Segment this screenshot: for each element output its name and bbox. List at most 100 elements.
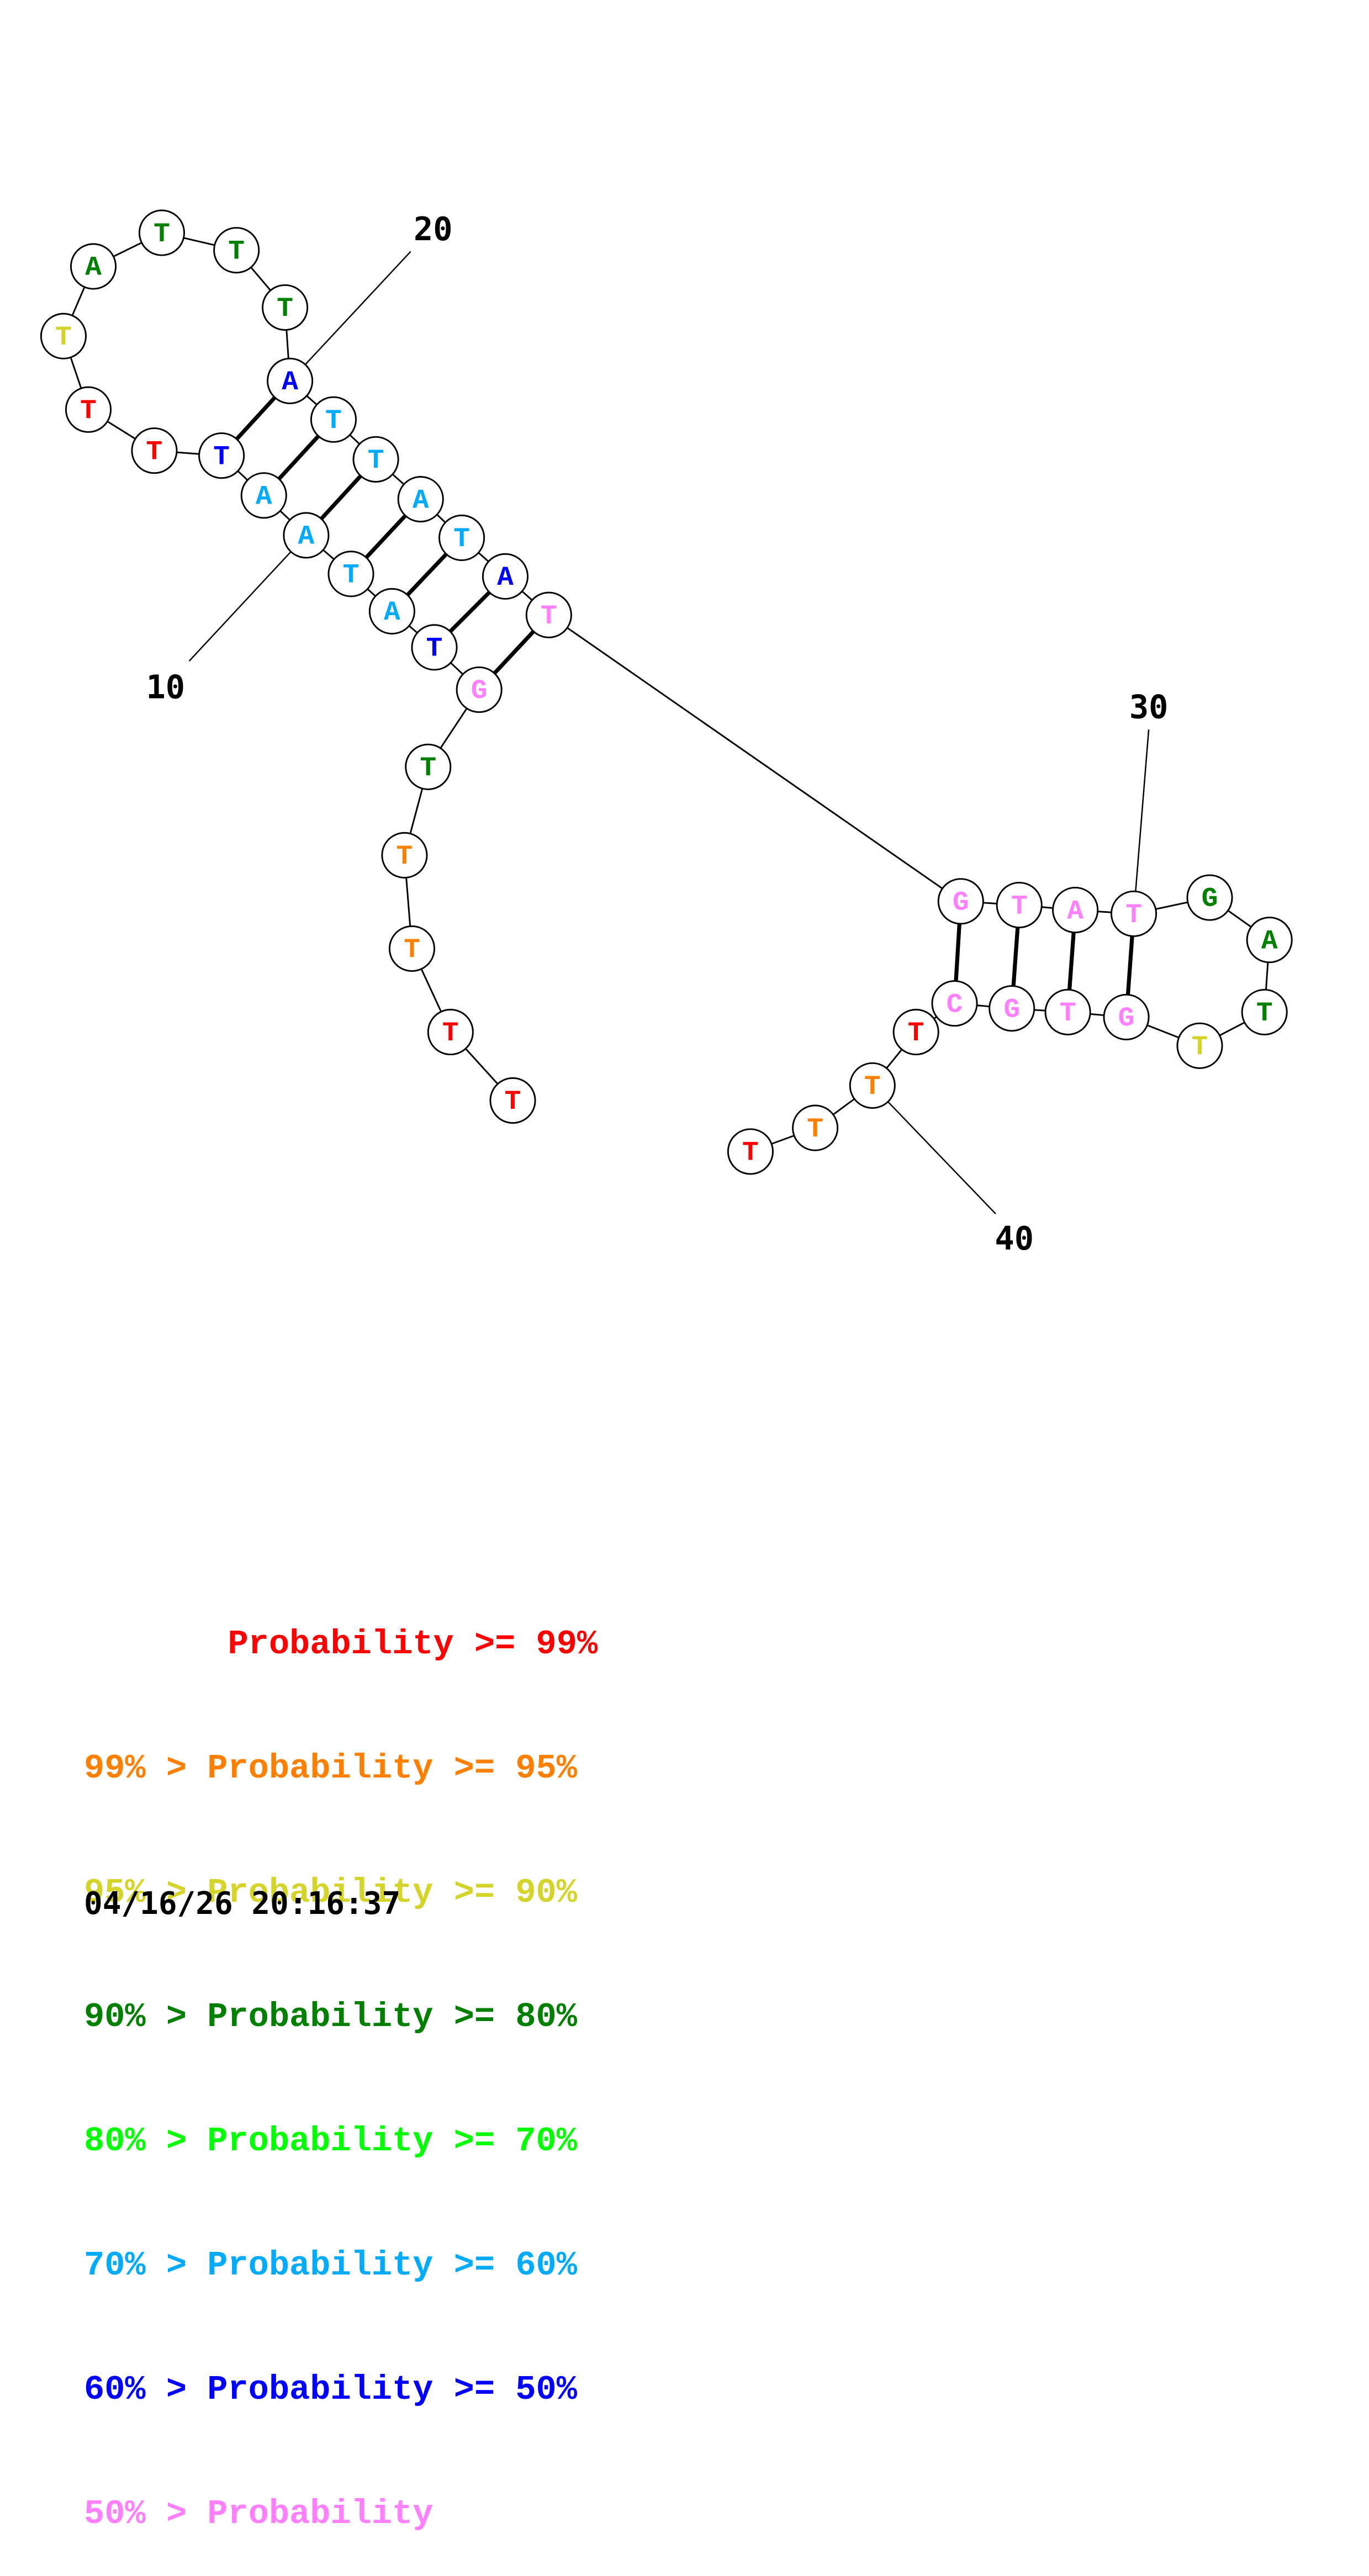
nucleotide-letter: T bbox=[505, 1086, 521, 1117]
legend-row-p60: 70% > Probability >= 60% bbox=[84, 2246, 577, 2285]
nucleotide-letter: G bbox=[953, 887, 969, 918]
nucleotide-circle bbox=[213, 227, 260, 274]
nucleotide-circle bbox=[138, 209, 186, 256]
nucleotide-letter: T bbox=[864, 1071, 881, 1102]
nucleotide-letter: G bbox=[1003, 994, 1020, 1025]
nucleotide-letter: T bbox=[1060, 998, 1076, 1029]
nucleotide: T bbox=[1044, 988, 1091, 1035]
nucleotide-circle bbox=[405, 743, 452, 790]
nucleotide-circle bbox=[411, 624, 458, 671]
nucleotide-letter: T bbox=[1256, 998, 1273, 1029]
nucleotide: T bbox=[198, 432, 245, 479]
nucleotide-circle bbox=[1186, 874, 1233, 921]
nucleotide-letter: T bbox=[277, 293, 293, 324]
nucleotide-circle bbox=[427, 1008, 474, 1056]
nucleotide-circle bbox=[727, 1128, 774, 1175]
legend-row-lt50: 50% > Probability bbox=[84, 2494, 434, 2533]
nucleotide-circle bbox=[892, 1008, 939, 1056]
nucleotide-letter: T bbox=[807, 1114, 823, 1145]
nucleotide: A bbox=[240, 472, 287, 519]
position-tick bbox=[1133, 729, 1150, 914]
nucleotide: T bbox=[996, 881, 1043, 929]
nucleotide: A bbox=[1246, 917, 1293, 964]
nucleotide-circle bbox=[489, 1077, 536, 1124]
nucleotide-circle bbox=[70, 243, 117, 290]
legend-row-p99: Probability >= 99% bbox=[84, 1625, 598, 1664]
nucleotide-letter: T bbox=[146, 436, 163, 467]
nucleotide-circle bbox=[283, 512, 330, 559]
probability-legend: Probability >= 99% 99% > Probability >= … bbox=[84, 1541, 598, 2576]
nucleotide-letter: T bbox=[420, 753, 436, 784]
nucleotide-circle bbox=[525, 591, 572, 638]
nucleotide-letter: T bbox=[368, 445, 384, 476]
legend-row-p70: 80% > Probability >= 70% bbox=[84, 2122, 577, 2161]
position-label: 10 bbox=[146, 668, 185, 706]
nucleotide-letter: T bbox=[1192, 1032, 1208, 1062]
nucleotide-letter: A bbox=[256, 482, 272, 512]
nucleotide-circle bbox=[262, 284, 309, 331]
nucleotide-letter: T bbox=[80, 395, 97, 426]
nucleotide-circle bbox=[1052, 886, 1099, 934]
nucleotide: T bbox=[438, 514, 485, 561]
nucleotide-circle bbox=[381, 832, 428, 879]
nucleotide-circle bbox=[368, 588, 415, 635]
nucleotide: G bbox=[1186, 874, 1233, 921]
nucleotide-circle bbox=[849, 1062, 896, 1109]
position-label: 30 bbox=[1129, 689, 1169, 726]
nucleotide-letter: T bbox=[213, 441, 230, 472]
timestamp: 04/16/26 20:16:37 bbox=[84, 1886, 401, 1922]
nucleotide: A bbox=[267, 357, 314, 404]
nucleotide-circle bbox=[352, 436, 399, 483]
nucleotide: G bbox=[1103, 993, 1150, 1040]
nucleotide-circle bbox=[1176, 1022, 1223, 1069]
nucleotide-circle bbox=[456, 666, 503, 713]
nucleotide-circle bbox=[327, 551, 374, 597]
position-tick bbox=[871, 1085, 996, 1214]
nucleotide-circle bbox=[792, 1104, 839, 1151]
nucleotide-letter: T bbox=[742, 1138, 759, 1168]
nucleotide: T bbox=[213, 227, 260, 274]
nucleotide-circle bbox=[198, 432, 245, 479]
nucleotide-letter: A bbox=[497, 562, 514, 593]
nucleotide-letter: A bbox=[1261, 925, 1278, 956]
nucleotide: A bbox=[397, 476, 444, 523]
position-label: 20 bbox=[414, 210, 453, 248]
nucleotide: T bbox=[65, 386, 112, 433]
nucleotide-letter: T bbox=[228, 236, 245, 267]
backbone-segment bbox=[548, 614, 961, 902]
nucleotide-circle bbox=[482, 553, 529, 600]
nucleotide-circle bbox=[267, 357, 314, 404]
nucleotide: T bbox=[262, 284, 309, 331]
nucleotide-circle bbox=[1246, 917, 1293, 964]
nucleotide-letter: A bbox=[85, 252, 102, 283]
position-tick bbox=[188, 535, 307, 662]
nucleotide: T bbox=[388, 925, 435, 972]
nucleotide-circle bbox=[937, 878, 984, 925]
nucleotide-letter: T bbox=[397, 841, 413, 872]
nucleotide: T bbox=[138, 209, 186, 256]
legend-row-p95: 99% > Probability >= 95% bbox=[84, 1749, 577, 1788]
nucleotide-circle bbox=[1111, 890, 1157, 937]
position-ticks: 10 20 30 40 bbox=[146, 210, 1168, 1257]
nucleotide-letter: T bbox=[1125, 900, 1142, 930]
nucleotide-letter: T bbox=[908, 1018, 924, 1049]
nucleotide-letter: T bbox=[1011, 891, 1028, 922]
nucleotide: T bbox=[405, 743, 452, 790]
nucleotide-letter: A bbox=[282, 367, 298, 398]
nucleotide: C bbox=[931, 980, 978, 1027]
nucleotide-circle bbox=[1103, 993, 1150, 1040]
nucleotide: T bbox=[40, 313, 87, 359]
position-label: 40 bbox=[995, 1220, 1034, 1257]
nucleotide-circle bbox=[388, 925, 435, 972]
nucleotide-circle bbox=[989, 985, 1035, 1032]
nucleotide-letter: T bbox=[55, 322, 72, 353]
nucleotide: T bbox=[489, 1077, 536, 1124]
nucleotide-letter: T bbox=[154, 219, 170, 250]
nucleotide-letter: T bbox=[343, 560, 360, 591]
nucleotide: T bbox=[310, 396, 357, 443]
nucleotide: G bbox=[456, 666, 503, 713]
nucleotide-letter: T bbox=[426, 633, 443, 664]
nucleotide-circle bbox=[931, 980, 978, 1027]
nucleotide-circle bbox=[438, 514, 485, 561]
